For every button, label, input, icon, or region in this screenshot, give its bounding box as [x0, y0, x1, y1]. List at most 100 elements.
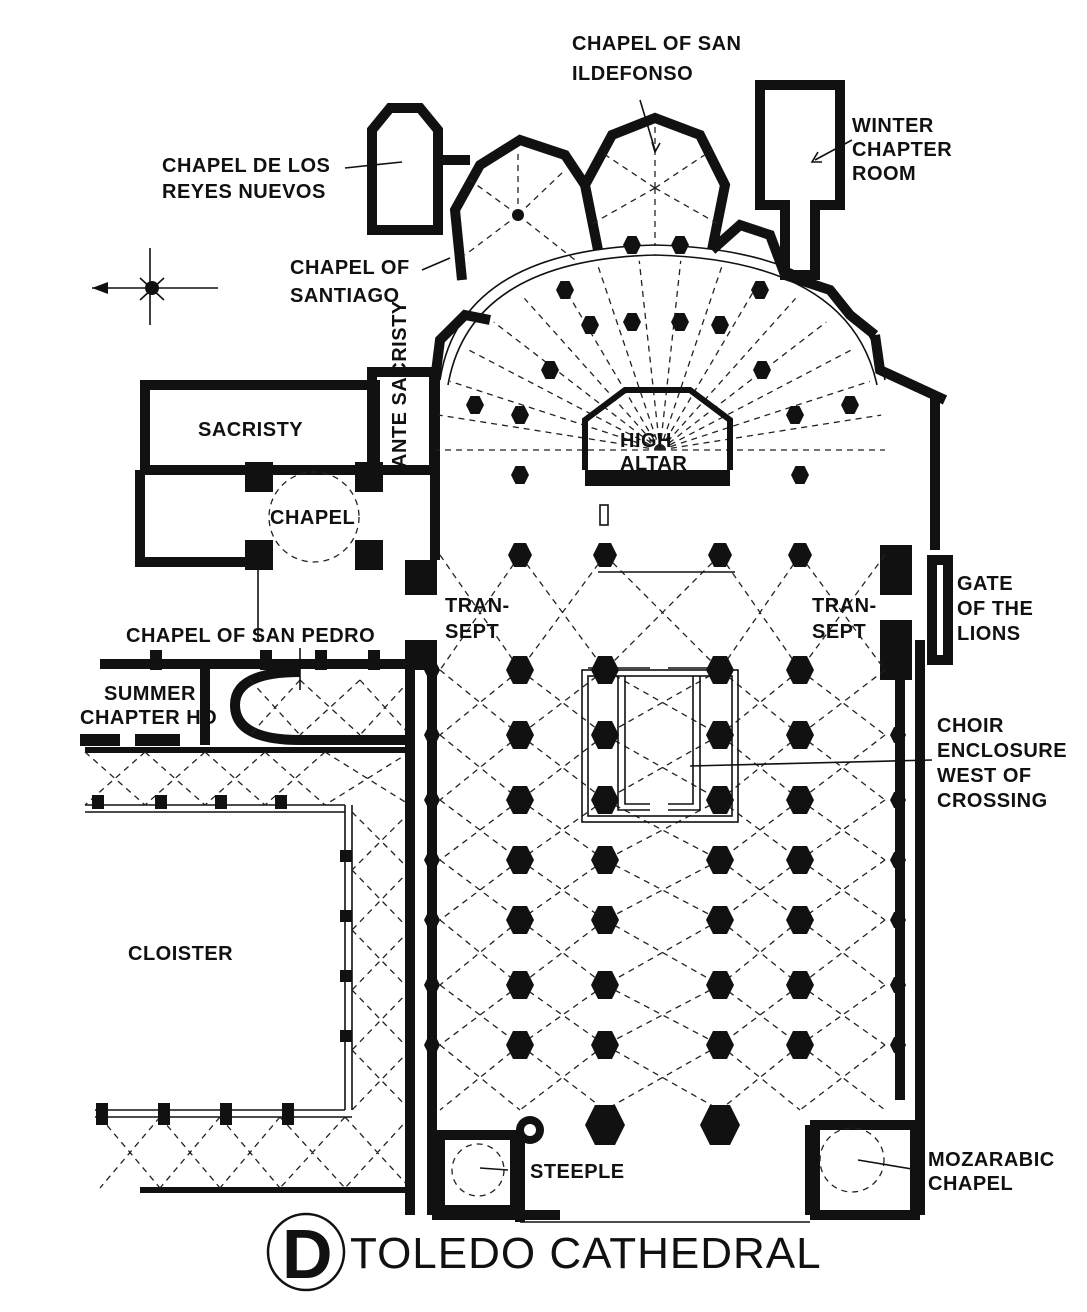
- plate-letter: D: [282, 1215, 333, 1293]
- pier: [541, 361, 559, 379]
- pier: [706, 786, 734, 814]
- label-reyes-nuevos-line2: REYES NUEVOS: [162, 181, 326, 203]
- label-steeple: STEEPLE: [530, 1161, 625, 1183]
- pier: [506, 846, 534, 874]
- pier: [424, 662, 440, 678]
- label-mozarabic-line2: CHAPEL: [928, 1173, 1013, 1195]
- label-winter-chapter-room-line1: WINTER: [852, 115, 934, 137]
- label-santiago-line1: CHAPEL OF: [290, 257, 410, 279]
- pier: [424, 852, 440, 868]
- pier: [786, 406, 804, 424]
- pier: [623, 236, 641, 254]
- pier: [508, 543, 532, 567]
- leader-lines: [299, 99, 933, 1171]
- pier: [671, 313, 689, 331]
- label-ante-sacristy: ANTE SACRISTY: [389, 300, 411, 468]
- pier: [786, 1031, 814, 1059]
- label-summer-chapter-house-line1: SUMMER: [104, 683, 196, 705]
- pier: [890, 912, 906, 928]
- label-choir-line1: CHOIR: [937, 715, 1004, 737]
- pier: [506, 656, 534, 684]
- pier: [890, 852, 906, 868]
- label-choir-line3: WEST OF: [937, 765, 1032, 787]
- pier: [424, 912, 440, 928]
- label-summer-chapter-house-line2: CHAPTER HO: [80, 707, 217, 729]
- label-high-altar-line1: HIGH: [620, 430, 672, 452]
- pier: [890, 1037, 906, 1053]
- label-chapel-san-ildefonso-line1: CHAPEL OF SAN: [572, 33, 741, 55]
- winter-chapter-room-structure: [755, 80, 845, 280]
- pier: [786, 786, 814, 814]
- pier: [591, 906, 619, 934]
- reyes-nuevos-chapel-structure: [367, 103, 470, 235]
- pier: [706, 971, 734, 999]
- pier: [671, 236, 689, 254]
- label-high-altar-line2: ALTAR: [620, 453, 687, 475]
- pier: [706, 1031, 734, 1059]
- pier: [506, 1031, 534, 1059]
- pier: [700, 1105, 740, 1145]
- label-chapel-san-pedro: CHAPEL OF SAN PEDRO: [126, 625, 375, 647]
- label-chapel: CHAPEL: [270, 507, 355, 529]
- label-transept-left-line1: TRAN-: [445, 595, 510, 617]
- label-transept-left-line2: SEPT: [445, 621, 499, 643]
- pier: [466, 396, 484, 414]
- label-transept-right-line2: SEPT: [812, 621, 866, 643]
- label-gate-of-lions-line1: GATE: [957, 573, 1013, 595]
- pier: [585, 1105, 625, 1145]
- pier: [511, 466, 529, 484]
- label-cloister: CLOISTER: [128, 943, 233, 965]
- pier: [591, 721, 619, 749]
- pier: [506, 906, 534, 934]
- pier: [788, 543, 812, 567]
- compass-rose-icon: [92, 248, 218, 325]
- pier: [424, 977, 440, 993]
- nave-piers: [424, 236, 906, 1145]
- pier: [424, 1037, 440, 1053]
- mozarabic-chapel-structure: [810, 1120, 920, 1220]
- pier: [556, 281, 574, 299]
- pier: [791, 466, 809, 484]
- choir-enclosure-structure: [581, 667, 739, 823]
- label-choir-line4: CROSSING: [937, 790, 1048, 812]
- pier: [841, 396, 859, 414]
- pier: [786, 721, 814, 749]
- pier: [786, 906, 814, 934]
- pier: [593, 543, 617, 567]
- label-reyes-nuevos-line1: CHAPEL DE LOS: [162, 155, 330, 177]
- pier: [706, 906, 734, 934]
- page-title: TOLEDO CATHEDRAL: [350, 1229, 822, 1278]
- pier: [506, 721, 534, 749]
- pier: [890, 977, 906, 993]
- pier: [890, 727, 906, 743]
- pier: [753, 361, 771, 379]
- label-winter-chapter-room-line2: CHAPTER: [852, 139, 952, 161]
- label-mozarabic-line1: MOZARABIC: [928, 1149, 1055, 1171]
- steeple-structure: [435, 1116, 544, 1215]
- san-ildefonso-chapel-structure: [579, 112, 731, 251]
- cathedral-outer-walls: [405, 244, 953, 1223]
- pier: [786, 656, 814, 684]
- label-santiago-line2: SANTIAGO: [290, 285, 400, 307]
- label-sacristy: SACRISTY: [198, 419, 303, 441]
- labels: CHAPEL OF SAN ILDEFONSO WINTER CHAPTER R…: [80, 33, 1067, 1195]
- high-altar-structure: [582, 387, 735, 573]
- cloister-structure: [84, 747, 415, 1193]
- santiago-chapel-structure: [449, 134, 590, 281]
- pier: [591, 971, 619, 999]
- label-gate-of-lions-line2: OF THE: [957, 598, 1033, 620]
- summer-chapter-house-structure: [80, 650, 420, 746]
- pier: [591, 1031, 619, 1059]
- pier: [506, 971, 534, 999]
- label-gate-of-lions-line3: LIONS: [957, 623, 1021, 645]
- pier: [751, 281, 769, 299]
- pier: [506, 786, 534, 814]
- pier: [786, 971, 814, 999]
- pier: [890, 792, 906, 808]
- pier: [591, 786, 619, 814]
- pier: [581, 316, 599, 334]
- pier: [708, 543, 732, 567]
- label-chapel-san-ildefonso-line2: ILDEFONSO: [572, 63, 693, 85]
- label-winter-chapter-room-line3: ROOM: [852, 163, 916, 185]
